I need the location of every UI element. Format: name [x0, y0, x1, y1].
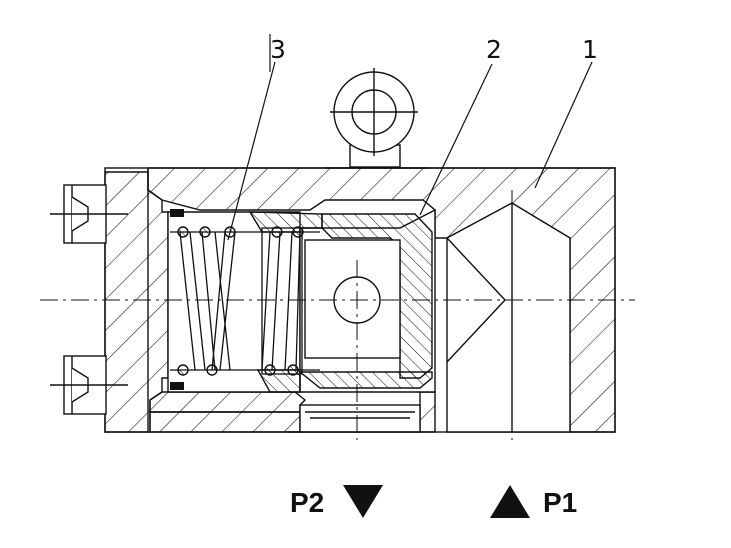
port-p1-arrow-icon: [490, 485, 530, 518]
spring: [170, 227, 320, 375]
callout-1: 1: [582, 35, 598, 64]
callout-3: 3: [270, 35, 286, 64]
lifting-eye: [325, 68, 430, 169]
port-p2-arrow-icon: [343, 485, 383, 518]
valve-body: [104, 167, 616, 433]
bolt-top: [50, 184, 128, 244]
bolt-bottom: [50, 355, 128, 415]
piston-block: [304, 239, 401, 359]
cone-piston: [446, 202, 571, 433]
callout-2: 2: [486, 35, 502, 64]
seal-rings: [170, 209, 184, 390]
spring-coils: [177, 226, 304, 376]
valve-seat: [248, 211, 433, 393]
leader-lines: [227, 34, 593, 241]
port-p1-label: P1: [543, 487, 577, 518]
port-p2-label: P2: [290, 487, 324, 518]
center-lines: [40, 190, 635, 440]
